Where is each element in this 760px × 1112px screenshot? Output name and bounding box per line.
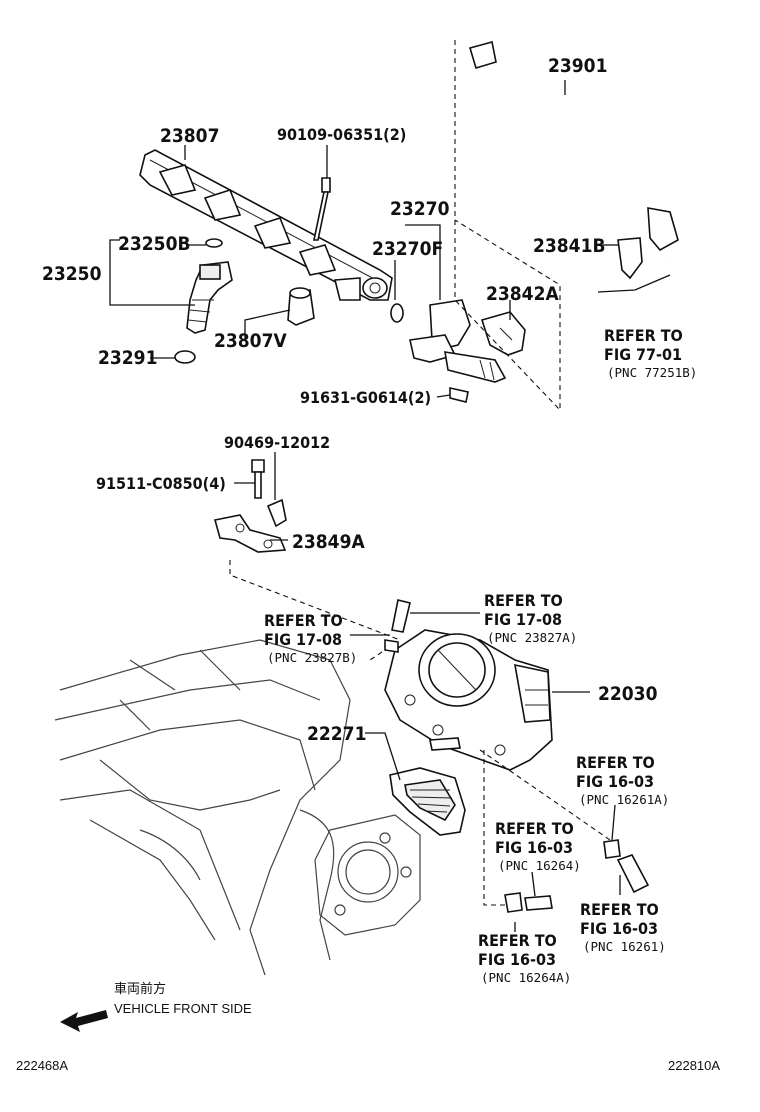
svg-text:REFER TO: REFER TO xyxy=(576,753,655,772)
part-labels: 23901 23807 90109-06351(2) 23270 23250B … xyxy=(42,55,658,745)
clip-90469[interactable] xyxy=(266,498,287,528)
fuel-hose[interactable] xyxy=(468,41,679,252)
label-90469[interactable]: 90469-12012 xyxy=(224,433,330,452)
pulsation-damper[interactable] xyxy=(390,299,507,383)
label-23842a[interactable]: 23842A xyxy=(486,283,559,305)
delivery-pipe-spacer[interactable] xyxy=(287,287,315,326)
fuel-injector[interactable] xyxy=(186,261,233,334)
svg-text:FIG 16-03: FIG 16-03 xyxy=(576,772,654,791)
front-label-en: VEHICLE FRONT SIDE xyxy=(114,1001,252,1016)
label-23841b[interactable]: 23841B xyxy=(533,235,606,257)
refer-block-17-08-a[interactable]: REFER TO FIG 17-08 (PNC 23827A) xyxy=(484,591,577,645)
bolt-91511[interactable] xyxy=(251,459,265,499)
label-23250b[interactable]: 23250B xyxy=(118,233,191,255)
svg-text:FIG 77-01: FIG 77-01 xyxy=(604,345,682,364)
svg-text:(PNC 16261): (PNC 16261) xyxy=(583,939,666,954)
svg-text:FIG 17-08: FIG 17-08 xyxy=(264,630,342,649)
refer-block-17-08-b[interactable]: REFER TO FIG 17-08 (PNC 23827B) xyxy=(264,611,357,665)
label-22030[interactable]: 22030 xyxy=(598,683,658,705)
label-90109[interactable]: 90109-06351(2) xyxy=(277,125,406,144)
tube-clamp-23842a[interactable] xyxy=(480,311,526,356)
svg-text:(PNC 16264A): (PNC 16264A) xyxy=(481,970,571,985)
refer-block-16-03-16264a[interactable]: REFER TO FIG 16-03 (PNC 16264A) xyxy=(478,931,571,985)
pipe-23827b-end xyxy=(384,639,399,653)
svg-text:FIG 16-03: FIG 16-03 xyxy=(478,950,556,969)
refer-block-77-01[interactable]: REFER TO FIG 77-01 (PNC 77251B) xyxy=(604,326,697,380)
label-23849a[interactable]: 23849A xyxy=(292,531,365,553)
leader-lines xyxy=(109,80,671,932)
vehicle-front-indicator: 車両前方 VEHICLE FRONT SIDE xyxy=(60,981,252,1032)
arrow-left-icon xyxy=(60,1010,108,1032)
svg-text:(PNC 23827A): (PNC 23827A) xyxy=(487,630,577,645)
refer-block-16-03-16261a[interactable]: REFER TO FIG 16-03 (PNC 16261A) xyxy=(576,753,669,807)
fuel-delivery-pipe[interactable] xyxy=(139,149,393,301)
bolt-90109[interactable] xyxy=(313,177,331,241)
svg-text:REFER TO: REFER TO xyxy=(484,591,563,610)
group-boundary-dashed xyxy=(454,40,561,412)
bolt-91631[interactable] xyxy=(449,387,469,403)
label-23270f[interactable]: 23270F xyxy=(372,238,443,260)
svg-text:FIG 16-03: FIG 16-03 xyxy=(580,919,658,938)
throttle-body[interactable] xyxy=(384,629,553,771)
svg-text:REFER TO: REFER TO xyxy=(478,931,557,950)
label-23270[interactable]: 23270 xyxy=(390,198,450,220)
svg-text:REFER TO: REFER TO xyxy=(495,819,574,838)
svg-text:REFER TO: REFER TO xyxy=(604,326,683,345)
label-23807v[interactable]: 23807V xyxy=(214,330,287,352)
clip-23841b[interactable] xyxy=(617,237,643,280)
label-22271[interactable]: 22271 xyxy=(307,723,366,745)
svg-text:(PNC 23827B): (PNC 23827B) xyxy=(267,650,357,665)
intake-manifold-outline xyxy=(54,639,421,976)
o-ring-23250b[interactable] xyxy=(205,238,223,248)
refer-block-16-03-16261[interactable]: REFER TO FIG 16-03 (PNC 16261) xyxy=(580,900,666,954)
label-91631[interactable]: 91631-G0614(2) xyxy=(300,388,431,407)
figure-code-right: 222810A xyxy=(668,1058,720,1073)
hose-fittings xyxy=(504,839,650,913)
bracket-23849a[interactable] xyxy=(213,514,287,553)
label-23901[interactable]: 23901 xyxy=(548,55,607,77)
svg-text:(PNC 16261A): (PNC 16261A) xyxy=(579,792,669,807)
svg-text:(PNC 77251B): (PNC 77251B) xyxy=(607,365,697,380)
svg-text:FIG 17-08: FIG 17-08 xyxy=(484,610,562,629)
label-91511[interactable]: 91511-C0850(4) xyxy=(96,474,226,493)
label-23807[interactable]: 23807 xyxy=(160,125,219,147)
refer-block-16-03-16264[interactable]: REFER TO FIG 16-03 (PNC 16264) xyxy=(495,819,581,873)
svg-text:(PNC 16264): (PNC 16264) xyxy=(498,858,581,873)
figure-code-left: 222468A xyxy=(16,1058,68,1073)
svg-text:FIG 16-03: FIG 16-03 xyxy=(495,838,573,857)
label-23250[interactable]: 23250 xyxy=(42,263,102,285)
svg-text:REFER TO: REFER TO xyxy=(580,900,659,919)
bracket-dashed-guide xyxy=(229,560,401,641)
label-23291[interactable]: 23291 xyxy=(98,347,157,369)
svg-text:REFER TO: REFER TO xyxy=(264,611,343,630)
front-label-jp: 車両前方 xyxy=(114,981,166,996)
injector-insulator[interactable] xyxy=(174,350,196,364)
pipe-23827a-end xyxy=(391,599,411,633)
throttle-body-gasket[interactable] xyxy=(389,767,466,836)
